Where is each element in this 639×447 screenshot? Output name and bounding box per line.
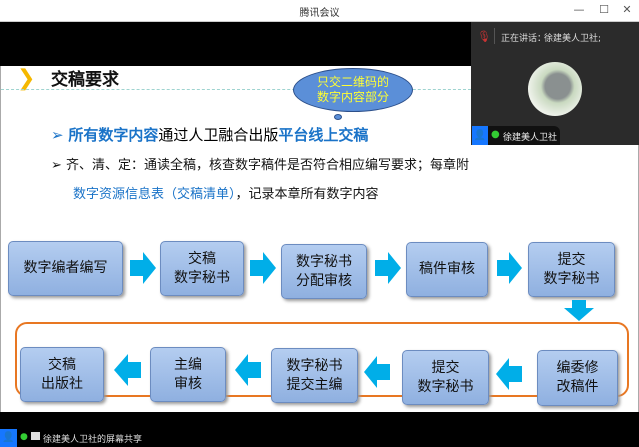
arrow-right-icon [250,252,276,284]
arrow-right-icon [497,252,522,284]
bullet-1: ➢ 所有数字内容通过人卫融合出版平台线上交稿 [51,124,368,145]
bullet1-highlight: 所有数字内容 [68,126,159,144]
bullet2-highlight: 数字资源信息表（交稿清单） [73,187,236,202]
bullet1-highlight2: 平台线上交稿 [278,126,369,144]
bullet1-text: 通过人卫融合出版 [158,126,279,144]
flow-step: 交稿 数字秘书 [160,241,244,296]
window-title: 腾讯会议 [299,8,340,19]
arrow-left-icon [235,354,261,386]
flow-step: 数字秘书 分配审核 [281,244,367,299]
arrow-left-icon [496,358,522,390]
arrow-right-icon [130,252,156,284]
user-icon[interactable]: 👤 [472,126,488,145]
arrow-left-icon [364,356,390,388]
mic-icon: ● [20,432,28,442]
speaking-label: 正在讲话： [501,34,547,44]
arrow-bullet-icon: ➢ [51,126,69,144]
flow-step: 稿件审核 [406,242,488,297]
flow-step: 提交 数字秘书 [528,242,615,297]
bullet-2-cont: 数字资源信息表（交稿清单），记录本章所有数字内容 [73,183,379,202]
speaker-name: 徐建美人卫社; [544,34,602,44]
separator [494,28,495,44]
bullet2-text: 齐、清、定：通读全稿，核查数字稿件是否符合相应编写要求；每章附 [66,158,470,173]
screen-share-icon [31,432,40,440]
name-tag: ● 徐建美人卫社 [488,126,560,145]
flow-step: 交稿 出版社 [20,347,104,402]
status-bar: 👤 ● 徐建美人卫社的屏幕共享 [0,412,639,447]
mic-muted-icon[interactable]: 🎙 [477,30,491,43]
arrow-left-icon [114,354,141,386]
close-button[interactable]: ✕ [622,3,632,16]
video-panel: 🎙 正在讲话： 徐建美人卫社; 👤 ● 徐建美人卫社 [471,22,639,145]
chevron-icon: ❯ [17,66,36,91]
slide-title: 交稿要求 [51,70,119,90]
maximize-button[interactable]: ☐ [599,3,609,16]
flow-step: 数字秘书 提交主编 [271,348,358,403]
bullet2-text2: ，记录本章所有数字内容 [235,187,379,202]
participant-avatar [528,62,582,116]
flow-step: 编委修 改稿件 [537,350,618,406]
divider [1,89,471,90]
mic-icon: ● [491,129,500,140]
flow-step: 数字编者编写 [8,241,123,296]
minimize-button[interactable]: — [573,3,585,16]
arrow-right-icon [375,252,401,284]
flow-step: 提交 数字秘书 [402,350,489,405]
title-bar: 腾讯会议 — ☐ ✕ [0,0,639,22]
arrow-bullet-icon: ➢ [51,158,67,173]
callout-cloud: 只交二维码的 数字内容部分 [293,68,413,112]
flow-step: 主编 审核 [150,347,226,402]
user-icon[interactable]: 👤 [0,429,17,447]
participant-name: 徐建美人卫社 [503,133,558,143]
cloud-tail [334,114,342,120]
arrow-down-icon [564,300,594,321]
share-label: 徐建美人卫社的屏幕共享 [43,435,143,445]
bullet-2: ➢ 齐、清、定：通读全稿，核查数字稿件是否符合相应编写要求；每章附 [51,154,469,173]
